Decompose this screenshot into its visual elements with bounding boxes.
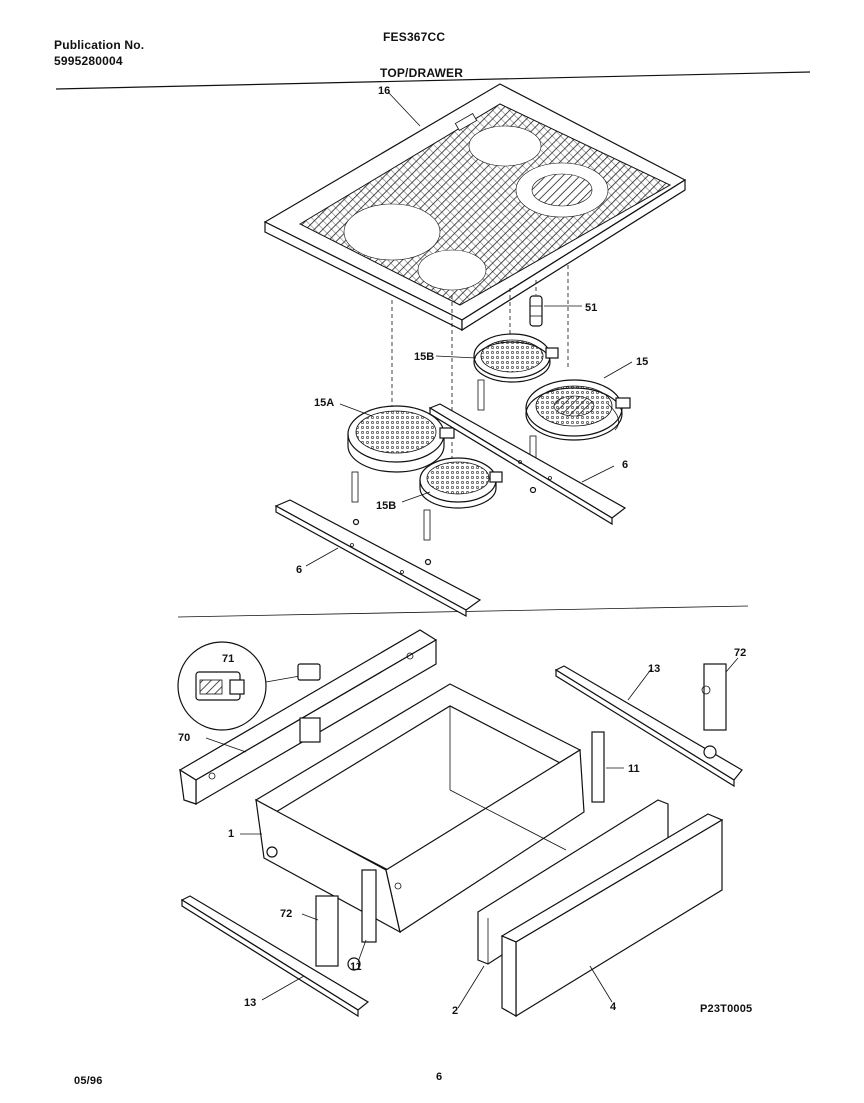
callout-72-left: 72 xyxy=(280,908,292,920)
drawer-guide-right xyxy=(591,731,605,803)
publication-date: 05/96 xyxy=(74,1075,103,1087)
drawer-slide-right xyxy=(554,663,743,788)
callout-1: 1 xyxy=(228,828,234,840)
callout-2: 2 xyxy=(452,1005,458,1017)
cooktop-glass-top xyxy=(263,83,687,332)
detail-callout-magnifier xyxy=(177,641,321,731)
surface-element-small-rear xyxy=(473,333,559,383)
cooktop-element-marking xyxy=(343,203,441,261)
element-bracket-right xyxy=(428,403,627,526)
callout-6-left: 6 xyxy=(296,564,302,576)
surface-element-small-front xyxy=(419,457,503,509)
callout-16: 16 xyxy=(378,85,390,97)
callout-15: 15 xyxy=(636,356,648,368)
leader-lines xyxy=(205,91,739,1009)
cooktop-element-marking xyxy=(468,125,542,167)
element-bracket-left xyxy=(274,499,482,618)
publication-number: 5995280004 xyxy=(54,54,123,68)
surface-element-large-front xyxy=(347,405,455,473)
callout-71: 71 xyxy=(222,653,234,665)
surface-element-large-rear xyxy=(525,379,631,441)
cooktop-element-marking xyxy=(417,249,487,291)
drawer-slide-left xyxy=(180,895,370,1018)
header-rule xyxy=(55,71,811,90)
page-number: 6 xyxy=(436,1071,443,1083)
model-number: FES367CC xyxy=(383,30,446,44)
callout-13-left: 13 xyxy=(244,997,256,1009)
callout-11-left: 11 xyxy=(350,961,362,973)
publication-label: Publication No. xyxy=(54,38,145,52)
callout-4: 4 xyxy=(610,1001,617,1013)
callout-70: 70 xyxy=(178,732,190,744)
section-title: TOP/DRAWER xyxy=(380,66,464,80)
callout-15b-bottom: 15B xyxy=(376,500,396,512)
callout-51: 51 xyxy=(585,302,597,314)
diagram-reference-code: P23T0005 xyxy=(700,1003,753,1015)
callout-15b-top: 15B xyxy=(414,351,434,363)
callout-15a: 15A xyxy=(314,397,334,409)
drawer-guide-left xyxy=(361,869,377,943)
callout-13-right: 13 xyxy=(648,663,660,675)
drawer-front-rail xyxy=(178,629,438,806)
drawer-front-panel xyxy=(500,813,724,1018)
callout-72-right: 72 xyxy=(734,647,746,659)
terminal-block xyxy=(529,295,543,327)
callout-6-right: 6 xyxy=(622,459,628,471)
callout-11-right: 11 xyxy=(628,763,640,775)
